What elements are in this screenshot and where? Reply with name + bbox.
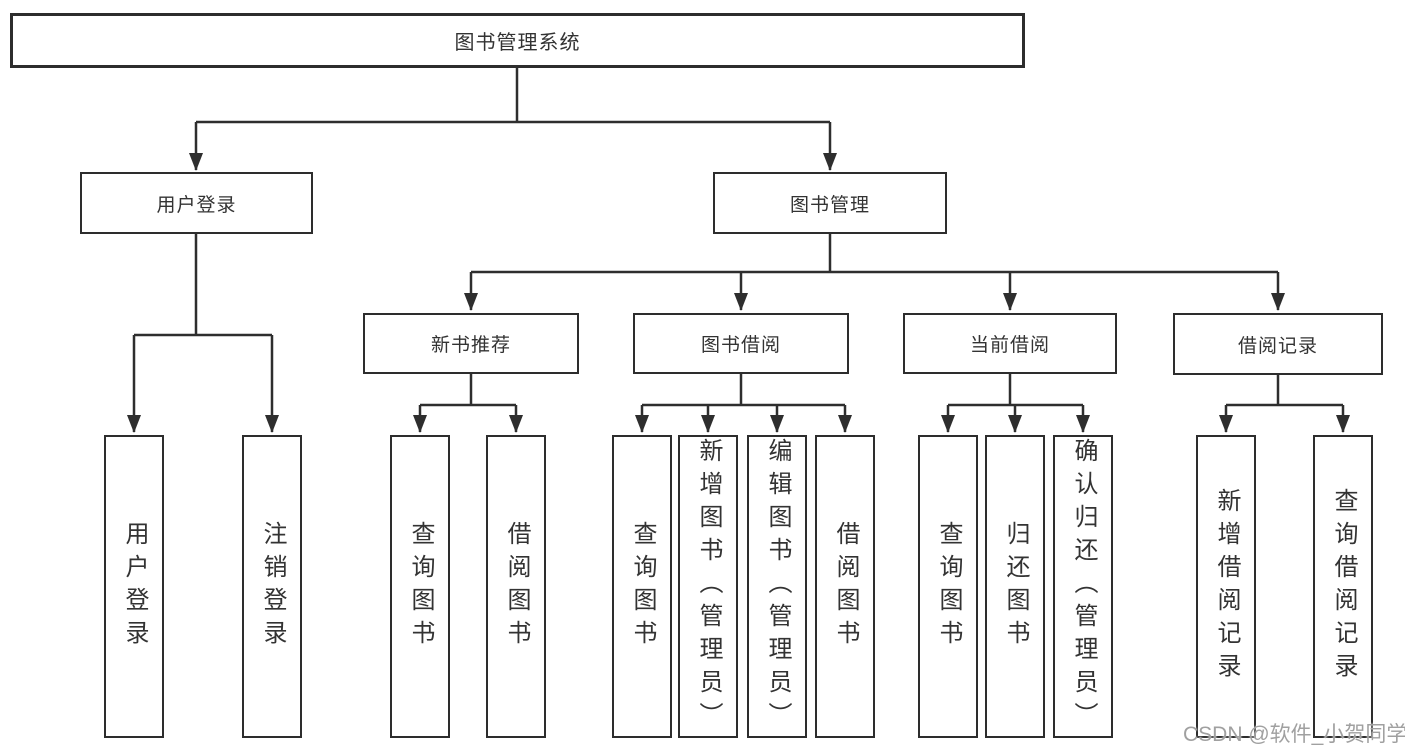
node-leaf-confirm-return-admin: 确认归还（管理员） <box>1053 435 1113 738</box>
node-label: 当前借阅 <box>969 335 1050 356</box>
node-label: 查询图书 <box>935 520 962 653</box>
node-leaf-add-borrow-record: 新增借阅记录 <box>1196 435 1256 738</box>
node-leaf-user-login: 用户登录 <box>104 435 164 738</box>
node-new-book-recommend: 新书推荐 <box>363 313 579 374</box>
node-leaf-recommend-query-books: 查询图书 <box>390 435 450 738</box>
node-label: 借阅图书 <box>503 520 530 653</box>
node-book-borrow: 图书借阅 <box>633 313 849 374</box>
node-label: 图书借阅 <box>700 335 781 356</box>
node-label: 编辑图书（管理员） <box>764 438 791 735</box>
node-label: 归还图书 <box>1002 520 1029 653</box>
node-leaf-logout: 注销登录 <box>242 435 302 738</box>
node-label: 新增图书（管理员） <box>695 438 722 735</box>
node-leaf-return-books: 归还图书 <box>985 435 1045 738</box>
node-label: 新增借阅记录 <box>1213 487 1240 686</box>
node-root-system: 图书管理系统 <box>10 13 1025 68</box>
node-label: 借阅记录 <box>1237 335 1318 357</box>
node-label: 查询借阅记录 <box>1330 487 1357 686</box>
node-leaf-current-query-books: 查询图书 <box>918 435 978 738</box>
node-label: 查询图书 <box>629 520 656 653</box>
node-leaf-recommend-borrow-books: 借阅图书 <box>486 435 546 738</box>
node-label: 图书管理 <box>789 194 870 216</box>
node-label: 借阅图书 <box>832 520 859 653</box>
node-current-borrow: 当前借阅 <box>903 313 1117 374</box>
node-leaf-borrow-books: 借阅图书 <box>815 435 875 738</box>
node-user-login: 用户登录 <box>80 172 313 234</box>
node-borrow-records: 借阅记录 <box>1173 313 1383 375</box>
node-label: 查询图书 <box>407 520 434 653</box>
node-label: 用户登录 <box>121 520 148 653</box>
node-label: 用户登录 <box>156 194 237 216</box>
csdn-watermark: CSDN @软件_小贺同学 <box>1183 723 1405 746</box>
node-label: 注销登录 <box>259 520 286 653</box>
node-leaf-add-books-admin: 新增图书（管理员） <box>678 435 738 738</box>
node-label: 确认归还（管理员） <box>1070 438 1097 735</box>
node-label: 图书管理系统 <box>454 32 581 54</box>
node-leaf-query-borrow-record: 查询借阅记录 <box>1313 435 1373 738</box>
node-leaf-borrow-query-books: 查询图书 <box>612 435 672 738</box>
node-book-management: 图书管理 <box>713 172 947 234</box>
node-leaf-edit-books-admin: 编辑图书（管理员） <box>747 435 807 738</box>
node-label: 新书推荐 <box>430 335 511 356</box>
